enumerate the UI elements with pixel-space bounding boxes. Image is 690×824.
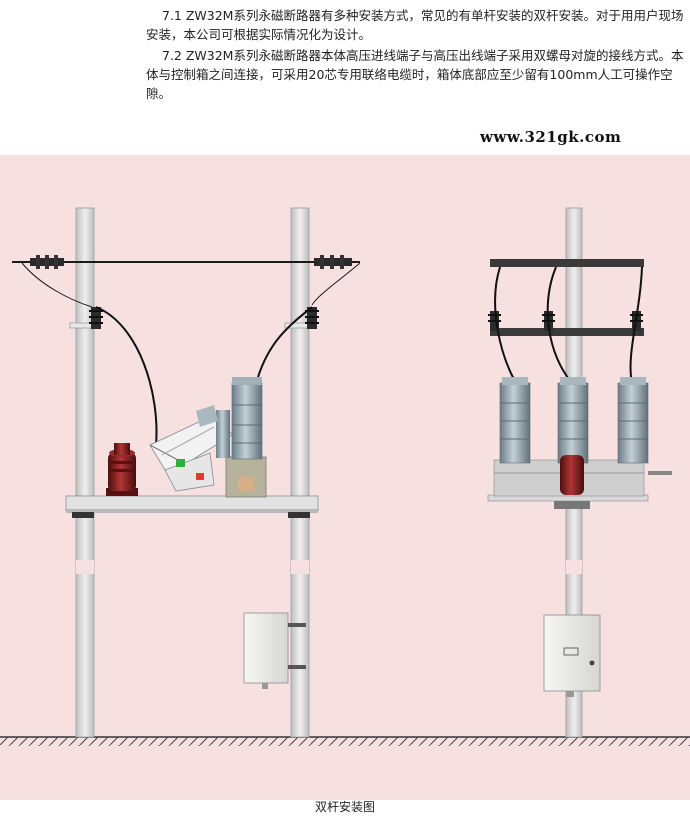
breaker-single [149, 377, 267, 498]
site-watermark: www.321gk.com [480, 128, 622, 146]
pole-left-b [290, 207, 310, 738]
phase-pole-c [617, 377, 649, 464]
section-7-1-text: 7.1 ZW32M系列永磁断路器有多种安装方式，常见的有单杆安装的双杆安装。对于… [146, 8, 684, 42]
crossarm-left [65, 495, 319, 518]
drop-cable [546, 266, 573, 384]
current-transformer [106, 443, 138, 496]
tension-insulator-icon [314, 255, 352, 269]
figure-caption: 双杆安装图 [314, 800, 375, 814]
tension-insulator-icon [30, 255, 64, 269]
section-7-1-paragraph: 7.1 ZW32M系列永磁断路器有多种安装方式，常见的有单杆安装的双杆安装。对于… [146, 6, 686, 44]
ground-line [0, 736, 690, 746]
drop-cable [494, 266, 517, 384]
section-7-2-paragraph: 7.2 ZW32M系列永磁断路器本体高压进线端子与高压出线端子采用双螺母对旋的接… [146, 46, 686, 103]
outgoing-cable [257, 306, 313, 378]
drop-cable [629, 266, 643, 384]
section-7-2-text: 7.2 ZW32M系列永磁断路器本体高压进线端子与高压出线端子采用双螺母对旋的接… [146, 48, 684, 101]
crossarm-right-top [490, 259, 644, 267]
pole-left-a [75, 207, 95, 738]
control-box-right [543, 614, 601, 697]
phase-pole-a [499, 377, 531, 464]
pin-insulator-icon [69, 307, 103, 329]
breaker-three-phase [487, 377, 672, 509]
double-pole-installation-figure [0, 155, 690, 800]
phase-pole-b [557, 377, 589, 464]
control-box-left [243, 612, 306, 689]
overhead-line-left [12, 255, 361, 308]
pin-insulator-icon [488, 311, 501, 331]
crossarm-right-mid [490, 328, 644, 336]
incoming-cable [95, 306, 158, 446]
